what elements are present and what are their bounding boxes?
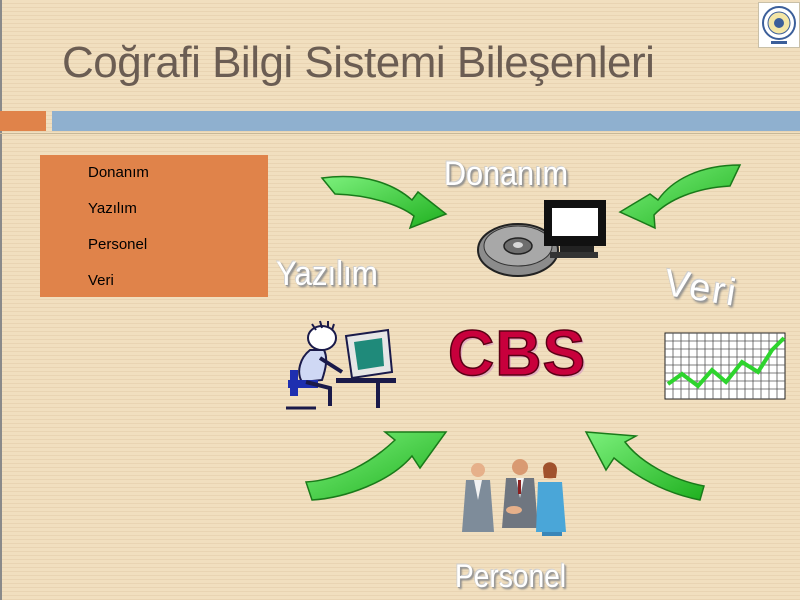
university-logo-icon bbox=[758, 2, 800, 48]
page-title: Coğrafi Bilgi Sistemi Bileşenleri bbox=[62, 38, 655, 87]
hardware-computer-icon bbox=[477, 200, 606, 277]
label-donanim: Donanım bbox=[444, 155, 569, 193]
list-item-donanim: Donanım bbox=[40, 155, 268, 191]
list-item-personel: Personel bbox=[40, 227, 268, 263]
header-bar-accent bbox=[0, 111, 46, 131]
people-handshake-icon bbox=[462, 459, 566, 536]
header-bar bbox=[52, 111, 800, 131]
left-border bbox=[0, 0, 2, 600]
list-item-label: Veri bbox=[88, 272, 114, 289]
label-personel: Personel bbox=[455, 558, 567, 594]
center-label-cbs: CBS bbox=[447, 316, 587, 390]
list-item-label: Yazılım bbox=[88, 200, 137, 217]
software-user-icon bbox=[286, 320, 396, 410]
list-item-label: Donanım bbox=[88, 164, 149, 181]
header-divider bbox=[0, 133, 800, 134]
label-yazilim: Yazılım bbox=[276, 255, 378, 293]
component-list: Donanım Yazılım Personel Veri bbox=[40, 155, 268, 297]
data-chart-icon bbox=[664, 332, 786, 400]
list-item-veri: Veri bbox=[40, 263, 268, 299]
list-item-label: Personel bbox=[88, 236, 148, 253]
list-item-yazilim: Yazılım bbox=[40, 191, 268, 227]
